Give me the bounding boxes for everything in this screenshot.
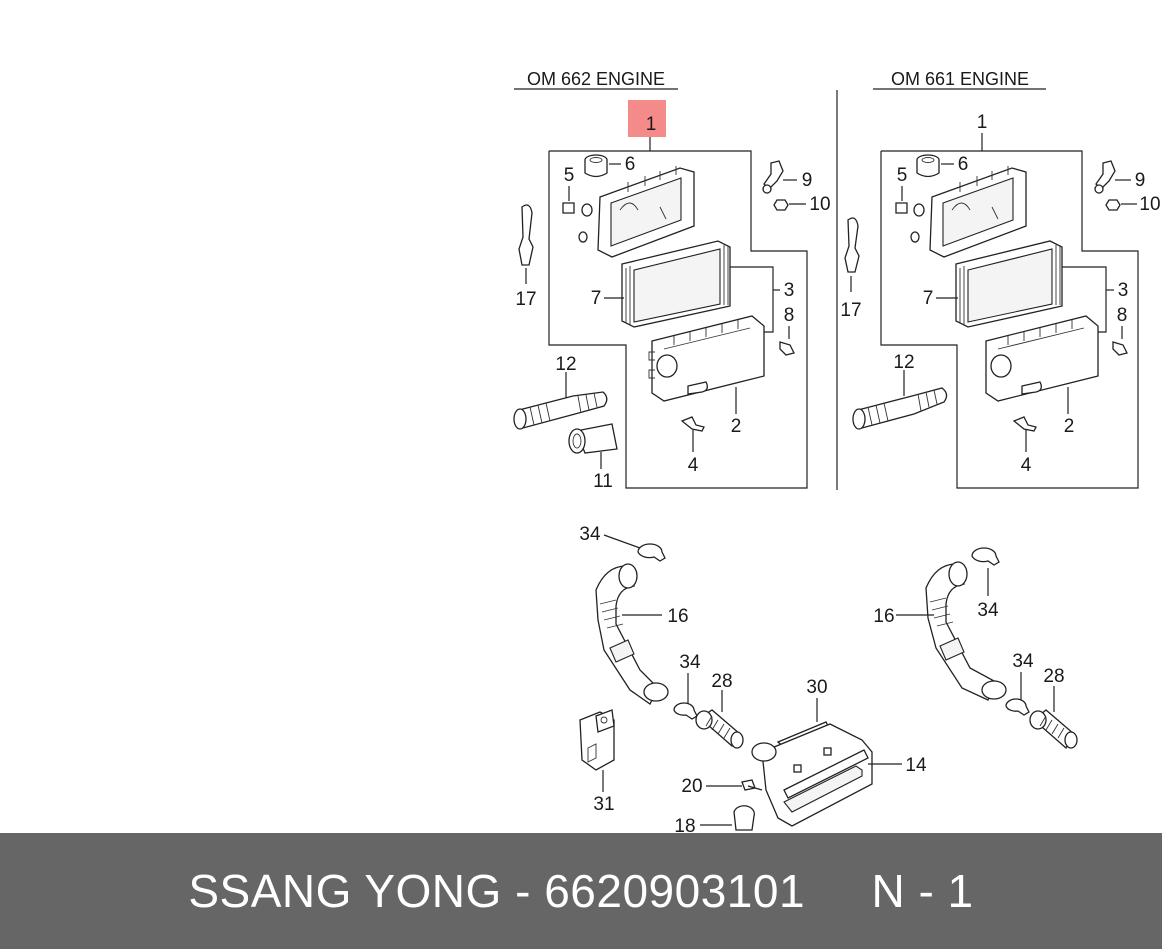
rubber-grommet bbox=[584, 154, 608, 178]
nut-5 bbox=[562, 202, 575, 214]
callout-3: 3 bbox=[784, 280, 795, 301]
intake-duct-12-right bbox=[852, 387, 948, 430]
callout-28-a: 28 bbox=[711, 671, 732, 692]
highlight-box[interactable] bbox=[628, 100, 666, 137]
hose-16-right bbox=[925, 561, 1007, 701]
caption-gap bbox=[805, 865, 871, 917]
bellow-28-right bbox=[1029, 709, 1078, 750]
assembly-outline bbox=[548, 150, 808, 489]
funnel-11 bbox=[568, 423, 618, 454]
callout-4: 4 bbox=[688, 455, 699, 476]
callout-34-c: 34 bbox=[977, 600, 999, 621]
callout-7-right: 7 bbox=[923, 288, 934, 309]
air-cleaner-cover-right bbox=[910, 166, 1027, 258]
clip-4 bbox=[680, 416, 705, 432]
callout-5-right: 5 bbox=[897, 165, 908, 186]
callout-28-b: 28 bbox=[1043, 666, 1064, 687]
footer-bar: SSANG YONG - 6620903101 N - 1 bbox=[0, 833, 1162, 949]
footer-caption: SSANG YONG - 6620903101 N - 1 bbox=[188, 864, 973, 918]
hose-16-left bbox=[595, 563, 669, 705]
grommet-18 bbox=[733, 805, 755, 831]
callout-1-highlighted[interactable]: 1 bbox=[646, 114, 657, 135]
resonator-14 bbox=[751, 723, 873, 827]
callout-8-right: 8 bbox=[1117, 305, 1128, 326]
clamp-34-c bbox=[971, 547, 1000, 566]
filter-element-right bbox=[955, 240, 1063, 328]
callout-31: 31 bbox=[593, 794, 614, 815]
callout-6: 6 bbox=[625, 154, 636, 175]
lower-assembly: 34 16 34 28 30 bbox=[579, 524, 1078, 833]
callout-5: 5 bbox=[564, 165, 575, 186]
callout-12: 12 bbox=[555, 354, 576, 375]
heading-om662: OM 662 ENGINE bbox=[527, 69, 665, 89]
om661-group: 1 6 5 9 10 17 bbox=[840, 112, 1161, 489]
callout-7: 7 bbox=[591, 288, 602, 309]
brand-name: SSANG YONG bbox=[188, 865, 502, 917]
bracket-9 bbox=[763, 160, 784, 190]
clip-8 bbox=[779, 341, 795, 356]
callout-6-right: 6 bbox=[958, 154, 969, 175]
rubber-grommet-right bbox=[916, 154, 940, 178]
bellow-28-left bbox=[695, 709, 744, 749]
callout-1-right: 1 bbox=[977, 112, 988, 133]
callout-34-a: 34 bbox=[579, 524, 601, 545]
callout-20: 20 bbox=[681, 776, 702, 797]
callout-34-d: 34 bbox=[1012, 651, 1034, 672]
bracket-3 bbox=[730, 266, 774, 333]
callout-14: 14 bbox=[905, 755, 927, 776]
callout-34-b: 34 bbox=[679, 652, 701, 673]
brand-separator: - bbox=[501, 865, 545, 917]
callout-10-right: 10 bbox=[1139, 194, 1160, 215]
callout-9-right: 9 bbox=[1135, 170, 1146, 191]
callout-17: 17 bbox=[515, 289, 536, 310]
callout-8: 8 bbox=[784, 305, 795, 326]
callout-17-right: 17 bbox=[840, 300, 861, 321]
clamp-34-b bbox=[673, 702, 698, 720]
bolt-20 bbox=[741, 779, 763, 791]
nut-10 bbox=[773, 199, 789, 211]
om662-group: 1 6 5 9 10 17 bbox=[513, 100, 831, 492]
bracket-9-right bbox=[1095, 160, 1116, 190]
callout-9: 9 bbox=[802, 170, 813, 191]
part-number: 6620903101 bbox=[544, 865, 806, 917]
air-cleaner-housing bbox=[648, 315, 765, 402]
filter-element bbox=[621, 240, 731, 328]
parts-diagram: OM 662 ENGINE OM 661 ENGINE 1 6 5 bbox=[513, 69, 1161, 833]
callout-3-right: 3 bbox=[1118, 280, 1129, 301]
clamp-34-a bbox=[637, 543, 666, 562]
assembly-outline-right bbox=[880, 150, 1139, 489]
callout-2-right: 2 bbox=[1064, 416, 1075, 437]
air-cleaner-cover bbox=[578, 166, 695, 258]
callout-10: 10 bbox=[809, 194, 830, 215]
callout-18: 18 bbox=[674, 816, 695, 833]
strap-17 bbox=[518, 204, 534, 266]
callout-4-right: 4 bbox=[1021, 455, 1032, 476]
clamp-34-d bbox=[1005, 698, 1030, 716]
air-cleaner-housing-right bbox=[985, 315, 1099, 402]
callout-12-right: 12 bbox=[893, 352, 914, 373]
callout-11: 11 bbox=[593, 471, 613, 492]
callout-30: 30 bbox=[806, 677, 827, 698]
callout-16-b: 16 bbox=[873, 606, 894, 627]
strap-17-right bbox=[844, 217, 860, 273]
diagram-note: N - 1 bbox=[871, 865, 974, 917]
bracket-31 bbox=[579, 709, 615, 771]
intake-duct-12 bbox=[513, 391, 608, 430]
callout-2: 2 bbox=[731, 416, 742, 437]
heading-om661: OM 661 ENGINE bbox=[891, 69, 1029, 89]
callout-16-a: 16 bbox=[667, 606, 688, 627]
